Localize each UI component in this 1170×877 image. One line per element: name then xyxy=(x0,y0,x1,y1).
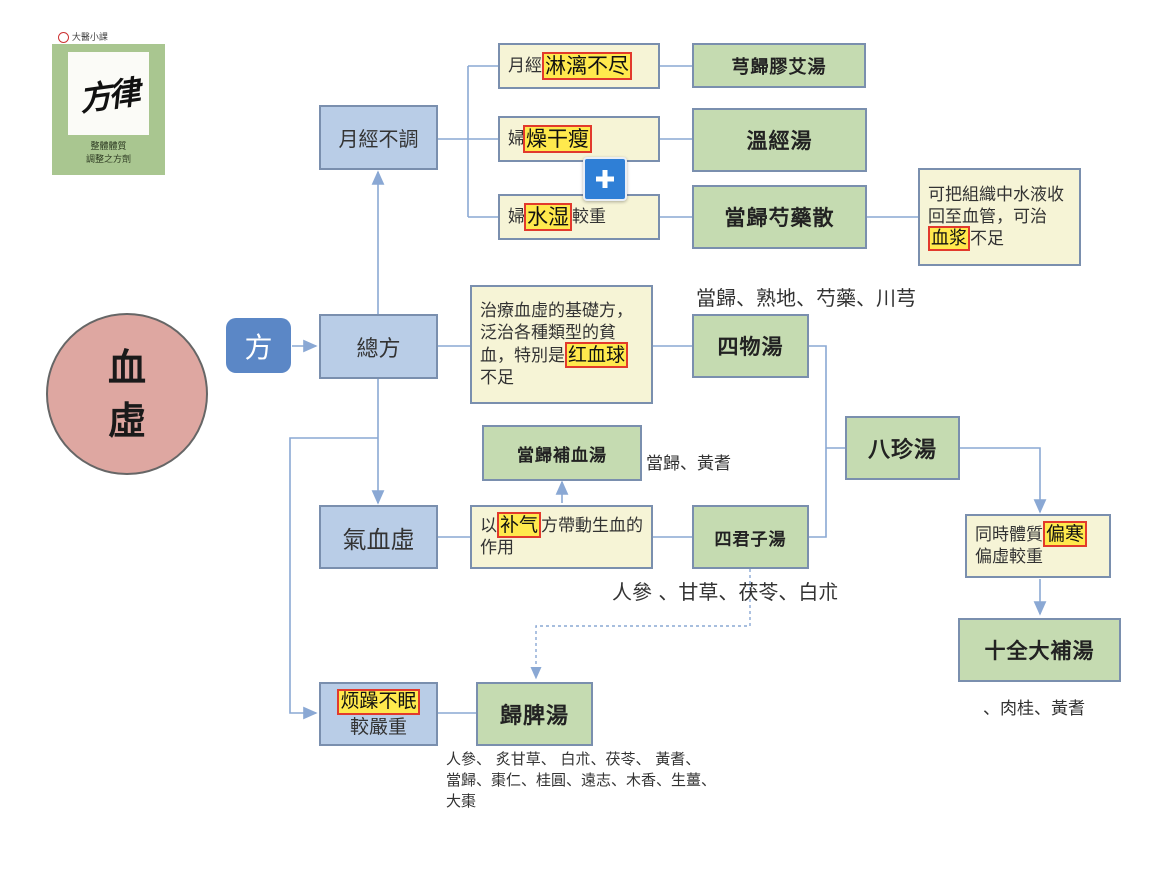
add-button[interactable] xyxy=(583,157,627,201)
ingredients-gui-pi: 人參、 炙甘草、 白朮、茯苓、 黃耆、 當歸、棗仁、桂圓、遠志、木香、生薑、 大… xyxy=(446,750,717,810)
note-ba-zhen-description: 同時體質偏寒偏虛較重 xyxy=(965,514,1111,578)
insomnia-severity: 較嚴重 xyxy=(349,715,407,738)
plus-icon xyxy=(596,170,614,188)
logo-seal-icon xyxy=(58,32,69,43)
branch-qi-blood-deficiency: 氣血虛 xyxy=(319,505,438,569)
formula-dang-gui-bu-xue: 當歸補血湯 xyxy=(482,425,642,481)
formula-gui-pi: 歸脾湯 xyxy=(476,682,593,746)
note-si-wu-description: 治療血虛的基礎方，泛治各種類型的貧血，特別是红血球不足 xyxy=(470,285,653,404)
branch-menstrual-irregular: 月經不調 xyxy=(319,105,438,170)
root-label-line2: 虛 xyxy=(107,398,146,443)
logo-top-label: 大醫小課 xyxy=(58,30,108,43)
logo-calligraphy: 方律 xyxy=(77,72,141,119)
ingredients-dang-gui-bu-xue: 當歸、黃耆 xyxy=(646,454,731,474)
symptom-damp-heavy: 婦女水湿較重 xyxy=(498,194,660,240)
logo-caption: 整體體質 調整之方劑 xyxy=(85,142,131,165)
insomnia-highlight: 烦躁不眠 xyxy=(337,688,420,715)
method-node: 方 xyxy=(226,318,291,373)
formula-ba-zhen: 八珍湯 xyxy=(845,416,960,480)
branch-insomnia: 烦躁不眠 較嚴重 xyxy=(319,682,438,746)
symptom-dry-thin: 婦女偏燥干瘦 xyxy=(498,116,660,162)
note-qi-blood-description: 以补气方帶動生血的作用 xyxy=(470,505,653,569)
ingredients-si-jun-zi: 人參 、甘草、茯苓、白朮 xyxy=(612,580,839,604)
ingredients-si-wu: 當歸、熟地、芍藥、川芎 xyxy=(696,286,916,310)
note-shao-yao-effect: 可把組織中水液收回至血管，可治血浆不足 xyxy=(918,168,1081,266)
symptom-prolonged-bleeding: 月經淋漓不尽 xyxy=(498,43,660,89)
root-label-line1: 血 xyxy=(107,344,146,390)
formula-shi-quan-da-bu: 十全大補湯 xyxy=(958,618,1121,682)
branch-general-formula: 總方 xyxy=(319,314,438,379)
formula-xiong-gui-jiao-ai: 芎歸膠艾湯 xyxy=(692,43,866,88)
formula-si-wu: 四物湯 xyxy=(692,314,809,378)
root-node-blood-deficiency: 血 虛 xyxy=(46,313,208,475)
formula-wen-jing: 溫經湯 xyxy=(692,108,867,172)
ingredients-shi-quan-da-bu: 、肉桂、黃耆 xyxy=(983,699,1085,719)
logo-card: 方律 整體體質 調整之方劑 xyxy=(52,44,165,175)
logo-calligraphy-panel: 方律 xyxy=(68,52,149,135)
formula-si-jun-zi: 四君子湯 xyxy=(692,505,809,569)
formula-dang-gui-shao-yao: 當歸芍藥散 xyxy=(692,185,867,249)
